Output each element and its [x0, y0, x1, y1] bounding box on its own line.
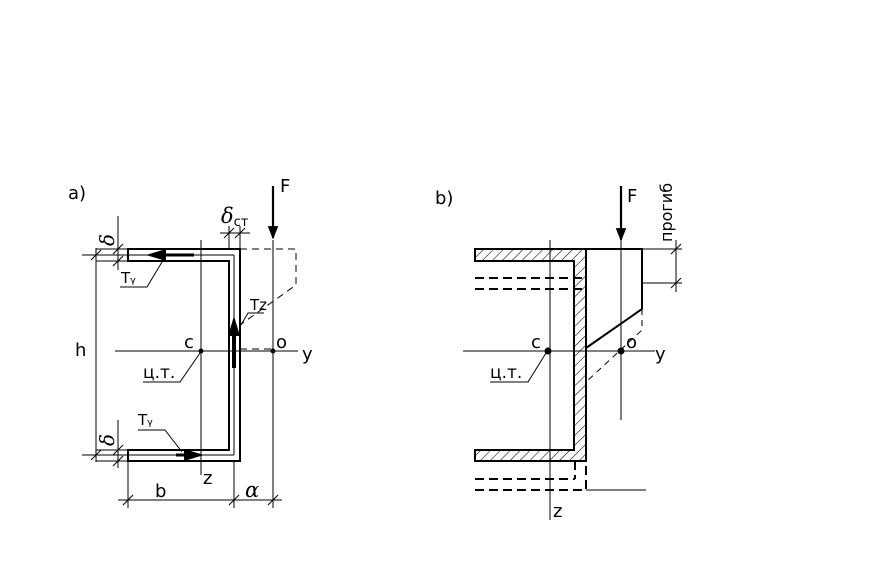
dimension-delta-bottom	[96, 420, 128, 468]
o-label: o	[276, 332, 287, 353]
h-label: h	[75, 340, 86, 361]
tz-label: Tz	[249, 296, 267, 314]
leader-b	[490, 352, 547, 383]
alpha-label: α	[245, 478, 259, 502]
shear-diagram-dashed	[239, 248, 297, 350]
dimension-delta-wall	[220, 226, 250, 249]
hatched-channel	[474, 248, 587, 462]
b-label: b	[155, 481, 166, 502]
dimension-delta-top	[96, 216, 128, 270]
centroid-caption-b: ц.т.	[490, 363, 522, 383]
deflection-label: прогиб	[657, 183, 676, 242]
panel-b: b) F	[435, 183, 682, 522]
force-label-b: F	[627, 186, 637, 207]
c-label-b: c	[531, 332, 541, 353]
z-axis-label-b: z	[553, 501, 562, 522]
delta-wall-label: δст	[221, 204, 249, 230]
centroid-point	[198, 348, 204, 354]
shear-center-point	[270, 348, 276, 354]
channel-section	[127, 248, 241, 462]
ty-top-arrow	[146, 249, 194, 261]
leaders	[120, 261, 264, 453]
centroid-caption: ц.т.	[143, 363, 175, 383]
panel-a: a) F	[68, 176, 313, 508]
axes	[115, 240, 298, 508]
panel-a-label: a)	[68, 183, 86, 204]
tz-arrow	[228, 316, 240, 368]
centroid-point-b	[544, 347, 552, 355]
shear-diagram-b	[585, 248, 643, 383]
force-label: F	[280, 176, 290, 197]
deformed-shape-dashed	[475, 277, 587, 491]
panel-b-label: b)	[435, 188, 453, 209]
ty-bottom-arrow	[176, 449, 204, 461]
ty-top-label: Tᵧ	[120, 269, 136, 287]
dimension-b-alpha	[118, 461, 282, 508]
c-label: c	[184, 332, 194, 353]
ty-bottom-label: Tᵧ	[137, 411, 153, 429]
dimension-h	[82, 248, 128, 462]
y-axis-label: y	[302, 344, 313, 365]
delta-bottom-label: δ	[95, 434, 119, 446]
deflection-dimension	[642, 240, 682, 292]
o-label-b: o	[626, 332, 637, 353]
y-axis-label-b: y	[655, 344, 666, 365]
delta-top-label: δ	[95, 234, 119, 246]
z-axis-label: z	[203, 468, 212, 489]
shear-center-point-b	[617, 347, 625, 355]
